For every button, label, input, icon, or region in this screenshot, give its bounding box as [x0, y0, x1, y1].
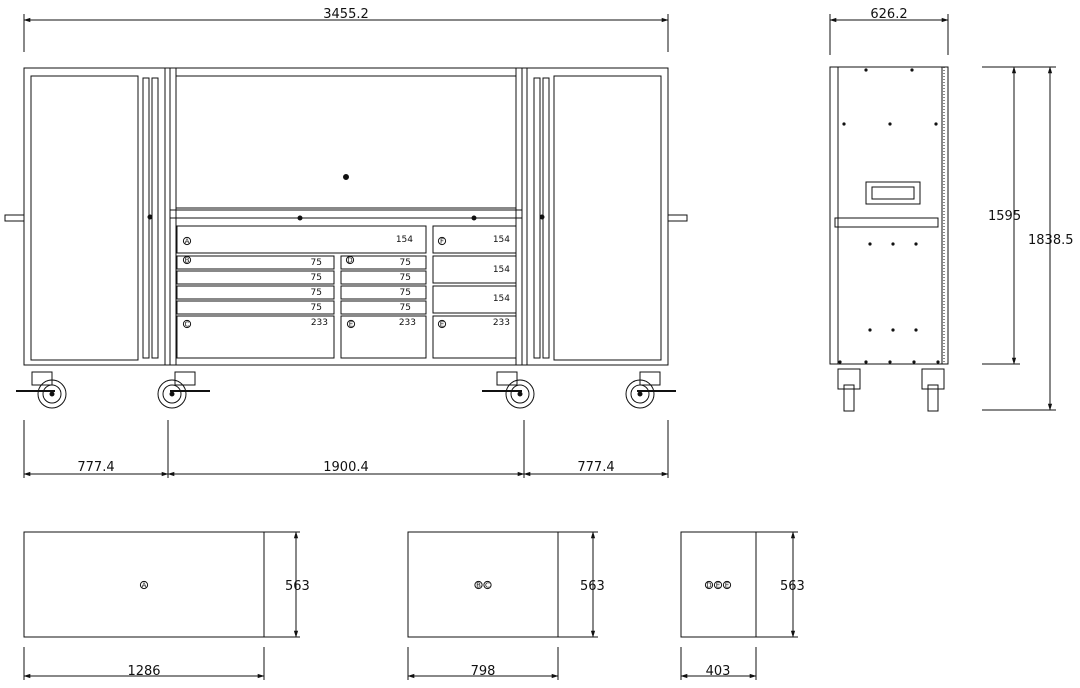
drawer-plan-2-symbol-1: C: [483, 580, 492, 589]
center-unit: [164, 67, 528, 366]
drawer-plan-1-width: 1286: [127, 664, 160, 679]
drawer-letter-right-3: E: [437, 319, 447, 328]
drawer-height-middle-2: 75: [400, 288, 411, 298]
side-fastener-dot: [838, 360, 842, 364]
caster-1: [16, 371, 67, 409]
side-fastener-dot: [888, 360, 892, 364]
side-fastener-dot: [888, 122, 892, 126]
drawer-plan-2: 563 798: [407, 531, 605, 680]
drawer-height-right-0: 154: [493, 235, 510, 245]
svg-text:C: C: [485, 581, 490, 589]
depth-label: 626.2: [870, 7, 907, 22]
drawer-letter-right-0: F: [437, 236, 447, 245]
drawer-height-right-1: 154: [493, 265, 510, 275]
caster-2: [157, 371, 210, 409]
left-door-width-label: 777.4: [77, 460, 114, 475]
overall-width-dimension: 3455.2: [23, 7, 669, 52]
front-casters: [16, 371, 676, 409]
drawer-height-middle-1: 75: [400, 273, 411, 283]
drawer-height-left-2: 75: [311, 288, 322, 298]
drawer-plan-1-symbol-0: A: [139, 580, 149, 589]
section-width-dimensions: 777.4 1900.4 777.4: [23, 420, 669, 478]
drawer-height-middle-bottom: 233: [399, 318, 416, 328]
svg-text:B: B: [185, 256, 190, 264]
drawer-letter-left-0: B: [182, 255, 192, 264]
side-fastener-dot: [914, 328, 918, 332]
drawer-plan-3-symbol-1: E: [713, 580, 723, 589]
drawer-plan-3-symbol-0: D: [704, 580, 714, 589]
drawer-height-left-bottom: 233: [311, 318, 328, 328]
side-fastener-dot: [864, 68, 868, 72]
side-fastener-dot: [936, 360, 940, 364]
drawer-plan-3-symbol-2: E: [722, 580, 732, 589]
drawer-height-right-2: 154: [493, 294, 510, 304]
svg-text:E: E: [440, 320, 444, 328]
svg-text:D: D: [706, 581, 711, 589]
side-fastener-dot: [842, 122, 846, 126]
drawer-letter-middle-0: D: [345, 255, 355, 264]
drawer-letter-left-top: A: [182, 236, 192, 245]
drawer-letter-middle-bottom: E: [346, 319, 356, 328]
side-fastener-dot: [914, 242, 918, 246]
drawer-plan-2-depth: 563: [580, 579, 605, 594]
drawer-height-middle-3: 75: [400, 303, 411, 313]
left-door-cabinet: [4, 67, 166, 366]
side-fastener-dot: [868, 242, 872, 246]
fastener-dots: [838, 68, 940, 364]
side-casters: [837, 368, 945, 412]
svg-text:F: F: [440, 237, 444, 245]
front-view: 3455.2: [4, 7, 688, 478]
side-view: 626.2 1595 1838.5: [829, 7, 1074, 412]
side-fastener-dot: [891, 328, 895, 332]
drawer-height-middle-0: 75: [400, 258, 411, 268]
side-fastener-dot: [934, 122, 938, 126]
drawer-height-left-1: 75: [311, 273, 322, 283]
body-height-label: 1595: [988, 209, 1021, 224]
svg-text:B: B: [476, 581, 481, 589]
side-fastener-dot: [910, 68, 914, 72]
drawer-height-right-3: 233: [493, 318, 510, 328]
caster-4: [625, 371, 676, 409]
overall-height-label: 1838.5: [1028, 233, 1074, 248]
side-fastener-dot: [912, 360, 916, 364]
drawer-plan-2-width: 798: [471, 664, 496, 679]
svg-text:E: E: [716, 581, 720, 589]
drawer-plan-3: 563 403: [680, 531, 805, 680]
drawer-letter-left-bottom: C: [182, 319, 192, 328]
side-fastener-dot: [864, 360, 868, 364]
side-fastener-dot: [891, 242, 895, 246]
svg-text:E: E: [349, 320, 353, 328]
right-door-width-label: 777.4: [577, 460, 614, 475]
center-width-label: 1900.4: [323, 460, 369, 475]
depth-dimension: 626.2: [829, 7, 949, 55]
svg-text:A: A: [185, 237, 190, 245]
left-drawer-block: [176, 225, 427, 359]
drawer-plan-2-symbol-0: B: [474, 580, 483, 589]
drawer-plan-1: 563 1286: [23, 531, 310, 680]
side-fastener-dot: [868, 328, 872, 332]
svg-text:D: D: [347, 256, 352, 264]
drawer-plan-3-depth: 563: [780, 579, 805, 594]
height-dimensions: 1595 1838.5: [982, 66, 1074, 411]
drawer-height-left-3: 75: [311, 303, 322, 313]
drawer-plans: 563 1286 563 798: [23, 531, 805, 680]
svg-text:E: E: [725, 581, 729, 589]
drawer-plan-1-depth: 563: [285, 579, 310, 594]
right-door-cabinet: [526, 67, 688, 366]
drawer-plan-3-width: 403: [706, 664, 731, 679]
svg-text:C: C: [185, 320, 190, 328]
middle-drawer-block: [340, 255, 427, 359]
drawer-height-left-top: 154: [396, 235, 413, 245]
overall-width-label: 3455.2: [323, 7, 369, 22]
svg-text:A: A: [142, 581, 147, 589]
drawer-height-left-0: 75: [311, 258, 322, 268]
caster-3: [482, 371, 535, 409]
right-drawer-block: [432, 225, 517, 359]
